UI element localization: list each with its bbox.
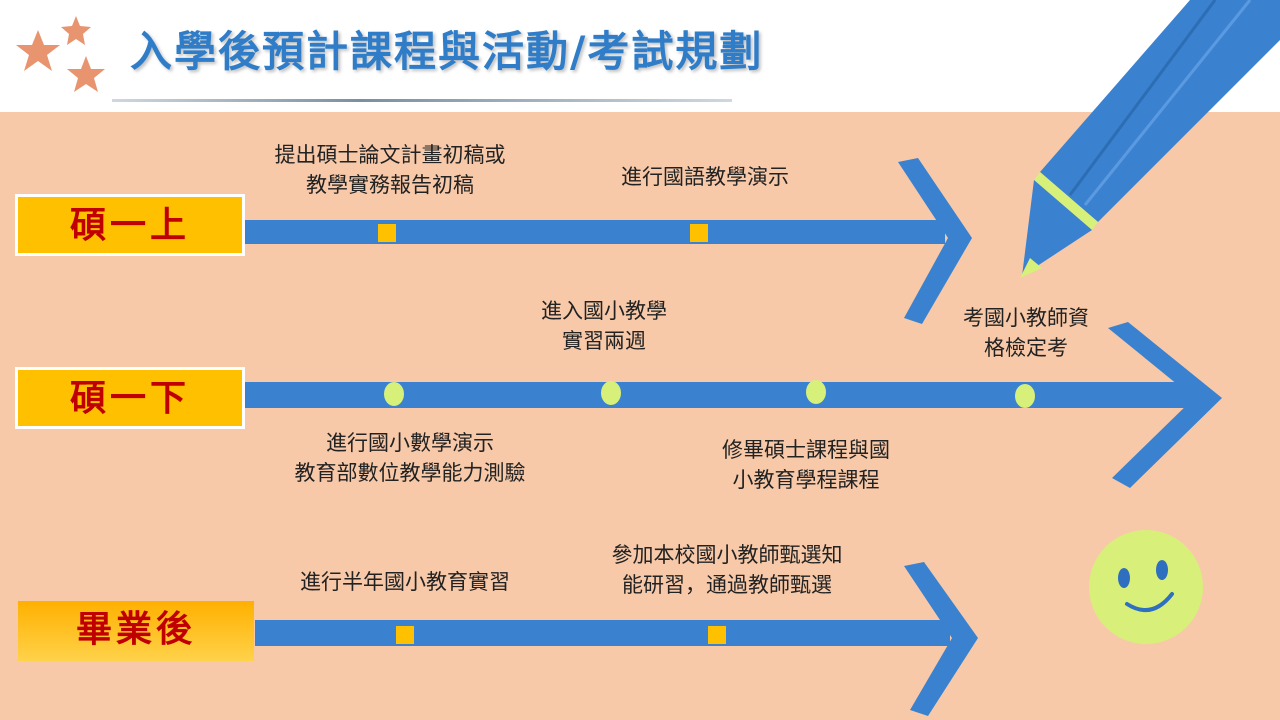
event-text: 小教育學程課程 bbox=[732, 468, 880, 492]
timeline-marker bbox=[806, 380, 826, 404]
timeline-marker bbox=[601, 381, 621, 405]
event-text: 教學實務報告初稿 bbox=[306, 173, 474, 197]
event-text: 考國小教師資 bbox=[963, 306, 1089, 330]
event-text: 能研習，通過教師甄選 bbox=[622, 573, 832, 597]
event-text: 格檢定考 bbox=[984, 336, 1068, 360]
timeline-marker bbox=[396, 626, 414, 644]
event-text: 參加本校國小教師甄選知 bbox=[611, 543, 843, 567]
stage-label: 碩一上 bbox=[15, 194, 245, 256]
star-icon bbox=[61, 16, 91, 45]
event-note: 進入國小教學 實習兩週 bbox=[504, 296, 704, 356]
event-note: 進行半年國小教育實習 bbox=[270, 567, 540, 597]
stage-label: 碩一下 bbox=[15, 367, 245, 429]
event-note: 進行國語教學演示 bbox=[585, 162, 825, 192]
event-note: 考國小教師資 格檢定考 bbox=[936, 303, 1116, 363]
timeline-arrow-2 bbox=[245, 322, 1222, 488]
event-text: 教育部數位教學能力測驗 bbox=[294, 461, 526, 485]
event-text: 進行國語教學演示 bbox=[621, 165, 789, 189]
title-underline bbox=[112, 99, 732, 102]
timeline-marker bbox=[384, 382, 404, 406]
event-text: 進行半年國小教育實習 bbox=[300, 570, 510, 594]
timeline-arrow-1 bbox=[245, 158, 972, 324]
event-text: 實習兩週 bbox=[562, 329, 646, 353]
event-text: 進入國小教學 bbox=[541, 299, 667, 323]
star-icon bbox=[16, 16, 105, 92]
page-title: 入學後預計課程與活動/考試規劃 bbox=[130, 27, 764, 76]
event-note: 進行國小數學演示 教育部數位教學能力測驗 bbox=[255, 428, 565, 488]
pencil-icon bbox=[1020, 0, 1280, 278]
event-text: 提出碩士論文計畫初稿或 bbox=[274, 143, 506, 167]
event-text: 修畢碩士課程與國 bbox=[722, 438, 890, 462]
timeline-marker bbox=[378, 224, 396, 242]
event-note: 參加本校國小教師甄選知 能研習，通過教師甄選 bbox=[580, 540, 874, 600]
stage-label: 畢業後 bbox=[18, 601, 254, 661]
event-note: 修畢碩士課程與國 小教育學程課程 bbox=[688, 435, 924, 495]
timeline-marker bbox=[708, 626, 726, 644]
event-text: 進行國小數學演示 bbox=[326, 431, 494, 455]
star-icon bbox=[67, 56, 105, 92]
timeline-arrow-3 bbox=[255, 562, 978, 716]
star-icon bbox=[16, 30, 60, 71]
smiley-icon bbox=[1089, 530, 1203, 644]
timeline-marker bbox=[690, 224, 708, 242]
event-note: 提出碩士論文計畫初稿或 教學實務報告初稿 bbox=[240, 140, 540, 200]
timeline-marker bbox=[1015, 384, 1035, 408]
